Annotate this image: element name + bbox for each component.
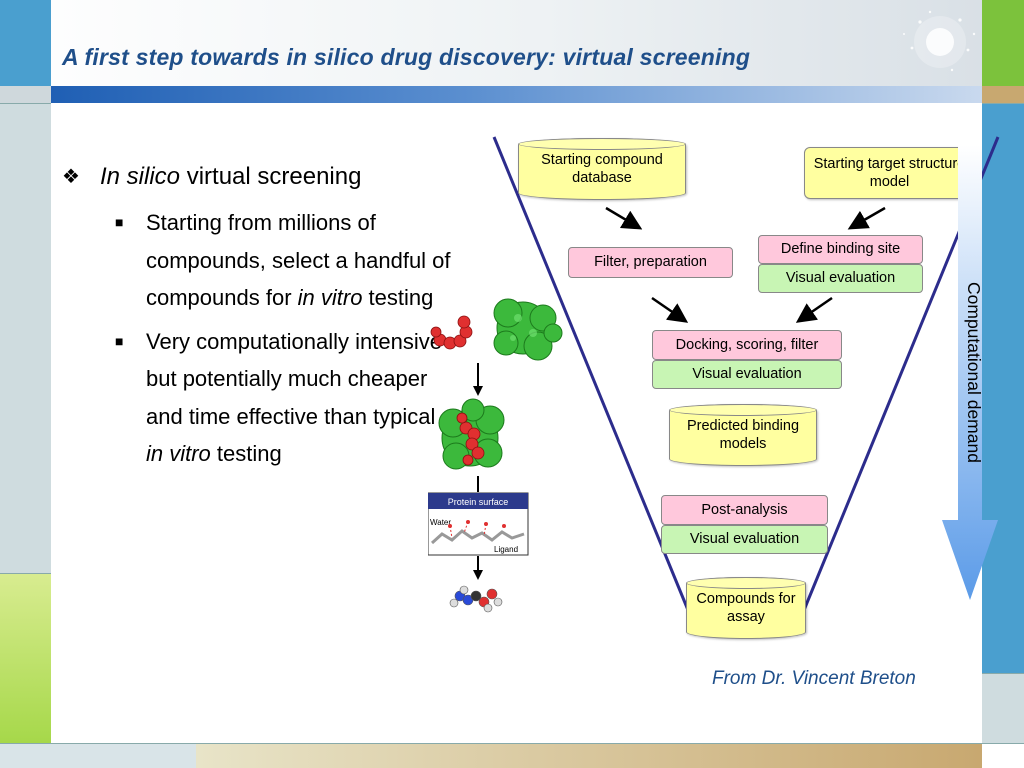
- compounds-for-assay: Compounds for assay: [686, 577, 806, 639]
- visual-evaluation-box-2: Visual evaluation: [652, 360, 842, 389]
- bottom-band-right: [982, 743, 1024, 768]
- sparkle-decoration: [903, 10, 976, 72]
- bullet-sub-2: ■ Very computationally intensive but pot…: [62, 323, 452, 473]
- bullet-sub-2-italic: in vitro: [146, 441, 211, 466]
- left-panel-top: [0, 0, 51, 86]
- bullet-sub-2-text: Very computationally intensive but poten…: [146, 328, 442, 429]
- right-strip-1: [982, 103, 1024, 673]
- predicted-binding-models: Predicted binding models: [669, 404, 817, 466]
- source-credit: From Dr. Vincent Breton: [712, 668, 916, 689]
- bottom-band-left: [0, 743, 196, 768]
- bullet-main-text: virtual screening: [180, 163, 362, 190]
- bullet-sub-1-end: testing: [362, 285, 434, 310]
- ligand-image: [430, 315, 473, 350]
- bullet-main-italic: In silico: [100, 163, 181, 190]
- post-analysis-box: Post-analysis: [661, 495, 828, 525]
- inset-ligand-label: Ligand: [494, 545, 518, 554]
- define-binding-site-box: Define binding site: [758, 235, 923, 264]
- bullet-sub-1: ■ Starting from millions of compounds, s…: [62, 204, 452, 317]
- docking-scoring-filter-box: Docking, scoring, filter: [652, 330, 842, 360]
- computational-demand-label: Computational demand: [964, 282, 984, 463]
- bullet-sub-1-italic: in vitro: [297, 285, 363, 310]
- slide-title: A first step towards in silico drug disc…: [62, 44, 751, 70]
- inset-protein-surface-label: Protein surface: [448, 497, 509, 507]
- content-area: [51, 103, 982, 743]
- visual-evaluation-box-1: Visual evaluation: [758, 264, 923, 293]
- diamond-bullet-icon: ❖: [62, 166, 80, 188]
- rule-right: [982, 86, 1024, 103]
- right-green-top: [982, 0, 1024, 86]
- square-bullet-icon: ■: [115, 214, 124, 230]
- protein-surface-image: [493, 298, 563, 361]
- left-strip-1: [0, 103, 51, 573]
- top-band: [0, 0, 982, 86]
- starting-compound-database: Starting compound database: [518, 138, 686, 200]
- visual-evaluation-box-3: Visual evaluation: [661, 525, 828, 554]
- blue-rule: [51, 86, 982, 103]
- computational-demand-arrow: [942, 145, 998, 600]
- bullet-list: ❖ In silico virtual screening ■ Starting…: [62, 158, 452, 473]
- left-strip-2: [0, 573, 51, 743]
- bottom-band: [196, 743, 982, 768]
- filter-preparation-box: Filter, preparation: [568, 247, 733, 278]
- square-bullet-icon: ■: [115, 332, 124, 349]
- inset-water-label: Water: [430, 518, 451, 527]
- flow-arrows: [605, 206, 886, 323]
- molecule-illustration: Protein surface Water Ligand: [428, 298, 563, 613]
- bullet-main: ❖ In silico virtual screening: [62, 158, 452, 196]
- bullet-sub-2-end: testing: [210, 441, 282, 466]
- starting-target-structure-model: Starting target structure model: [804, 147, 975, 199]
- bullet-sub-1-text: Starting from millions of compounds, sel…: [146, 210, 451, 310]
- right-strip-2: [982, 673, 1024, 743]
- rule-left: [0, 86, 51, 103]
